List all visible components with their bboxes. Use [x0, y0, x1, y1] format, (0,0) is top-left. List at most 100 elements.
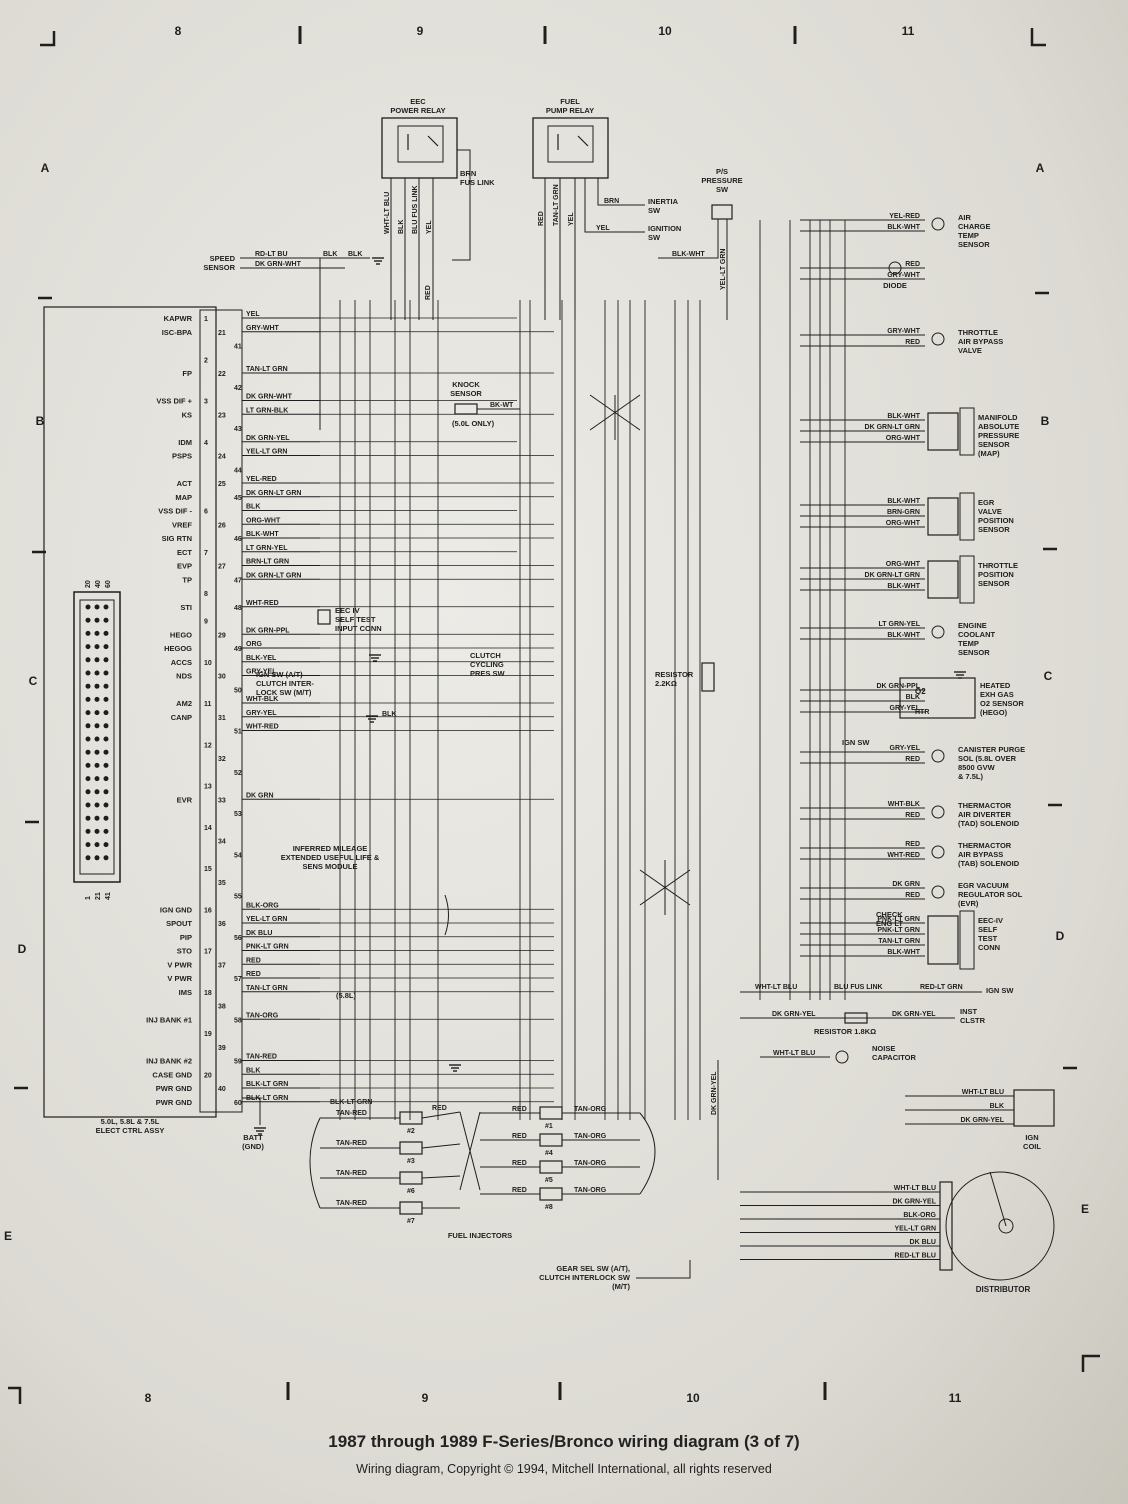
- am2-ground: [366, 715, 378, 723]
- egr-position-body: [959, 492, 975, 541]
- self-test-label-line-1: EEC-IV: [978, 916, 1003, 925]
- eca-connector-pin-5: [94, 617, 100, 623]
- eca-pin-label-10: ACCS: [171, 658, 192, 667]
- distributor-rotor-arm: [989, 1171, 1007, 1227]
- eca-pin-number-51: 51: [234, 729, 242, 736]
- eca-connector-pin-58: [85, 855, 91, 861]
- eca-pin-number-48: 48: [234, 605, 242, 612]
- eec-power-relay-coil-box: [397, 125, 444, 163]
- eca-pin-wire-label-60: BLK-LT GRN: [246, 1095, 288, 1102]
- injector-right-wire-label-1: TAN-ORG: [574, 1106, 607, 1113]
- injector-right-wire-label-3: TAN-ORG: [574, 1160, 607, 1167]
- inertia-switch-wire: [597, 178, 645, 206]
- eca-pin-wire-label-30: GRY-YEL: [246, 669, 277, 676]
- map-sensor-wire-label-3: ORG-WHT: [886, 435, 921, 442]
- eca-pin-wire-label-21: GRY-WHT: [246, 325, 280, 332]
- injector-body-n3: [399, 1141, 423, 1155]
- eca-pin-number-18: 18: [204, 990, 212, 997]
- injector-right-feed-label-3: RED: [512, 1160, 527, 1167]
- eca-pin-number-30: 30: [218, 674, 226, 681]
- eca-connector-pin-57: [103, 842, 109, 848]
- eca-pin-label-1: KAPWR: [164, 314, 193, 323]
- resistor-2k2-symbol: [701, 662, 715, 692]
- eca-pin-number-17: 17: [204, 949, 212, 956]
- eca-connector-pin-26: [94, 710, 100, 716]
- injector-number-n8: #8: [545, 1204, 553, 1211]
- injector-body-n1: [539, 1106, 563, 1120]
- eca-connector-top-number-20: 20: [85, 580, 92, 588]
- coolant-temp-label-line-2: COOLANT: [958, 630, 995, 639]
- battery-ground-label-line-1: BATT: [243, 1133, 263, 1142]
- eca-pin-label-22: FP: [182, 369, 192, 378]
- injector-left-wire-label-1: TAN-RED: [336, 1110, 367, 1117]
- eca-connector-pin-51: [103, 815, 109, 821]
- eca-pin-wire-label-58: TAN-ORG: [246, 1012, 279, 1019]
- ignition-switch-wire-label: YEL: [596, 225, 610, 232]
- eca-pin-number-26: 26: [218, 522, 226, 529]
- eca-connector-bottom-number-1: 1: [85, 896, 92, 900]
- eca-pin-wire-label-29: DK GRN-PPL: [246, 627, 290, 634]
- map-sensor-body: [959, 407, 975, 456]
- eec-relay-fuse-link-wire: [452, 149, 471, 261]
- eca-connector-pin-25: [85, 710, 91, 716]
- eca-pin-number-3: 3: [204, 399, 208, 406]
- eca-pin-number-19: 19: [204, 1031, 212, 1038]
- eca-pin-number-8: 8: [204, 591, 208, 598]
- eca-pin-number-53: 53: [234, 811, 242, 818]
- eca-connector-pin-37: [85, 762, 91, 768]
- eca-pin-label-4: IDM: [178, 438, 192, 447]
- eca-pin-number-32: 32: [218, 756, 226, 763]
- eca-pin-number-44: 44: [234, 467, 242, 474]
- throttle-air-bypass-label-line-1: THROTTLE: [958, 328, 998, 337]
- ps-switch-wire-label-1: BLK-WHT: [672, 251, 705, 258]
- map-sensor-label-line-3: PRESSURE: [978, 431, 1019, 440]
- ps-switch-wire-label-2: YEL-LT GRN: [720, 249, 727, 290]
- canister-purge-label-line-4: & 7.5L): [958, 772, 984, 781]
- canister-purge-solenoid: [931, 749, 945, 763]
- speed-sensor-label-line-1: SPEED: [210, 254, 236, 263]
- ignition-switch-label-line-2: SW: [648, 233, 661, 242]
- eca-connector-pin-45: [103, 789, 109, 795]
- self-test-input-label-line-1: EEC IV: [335, 606, 360, 615]
- corner-mark-top-right: [1030, 28, 1046, 47]
- egr-position-label-line-3: POSITION: [978, 516, 1014, 525]
- eca-pin-wire-label-46: BLK-WHT: [246, 531, 279, 538]
- eca-pin-label-17: STO: [177, 947, 192, 956]
- evr-wire-label-2: RED: [905, 892, 920, 899]
- eca-pin-number-39: 39: [218, 1045, 226, 1052]
- eec-relay-red-wire-label: RED: [425, 285, 432, 300]
- distributor-connector: [939, 1181, 953, 1271]
- noise-capacitor-symbol: [835, 1050, 849, 1064]
- eca-pin-label-6: VSS DIF -: [158, 507, 192, 516]
- self-test-wire-label-1: PNK-LT GRN: [877, 916, 920, 923]
- corner-mark-bottom-left: [8, 1386, 22, 1404]
- gear-select-switch-label-line-1: GEAR SEL SW (A/T),: [556, 1264, 630, 1273]
- harness-junction-lower: [639, 860, 691, 915]
- injector-number-n7: #7: [407, 1218, 415, 1225]
- hego-label-line-3: O2 SENSOR: [980, 699, 1024, 708]
- eca-pin-number-27: 27: [218, 564, 226, 571]
- eca-pin-wire-label-10: BLK-YEL: [246, 655, 277, 662]
- eca-pin-wire-label-51: WHT-RED: [246, 724, 279, 731]
- eca-pin-number-25: 25: [218, 481, 226, 488]
- eec-relay-fuse-link-label-line-2: FUS LINK: [460, 178, 495, 187]
- distributor-wire-label-5: DK BLU: [910, 1239, 936, 1246]
- evr-label-line-3: (EVR): [958, 899, 979, 908]
- hego-label-line-2: EXH GAS: [980, 690, 1014, 699]
- eca-pin-number-13: 13: [204, 784, 212, 791]
- fuel-pump-relay-label-line-1: FUEL: [560, 97, 580, 106]
- eca-connector-pin-19: [85, 683, 91, 689]
- hegog-ground: [369, 654, 381, 662]
- eca-pin-label-47: TP: [182, 575, 192, 584]
- eec-relay-wire-label-4: YEL: [426, 220, 433, 234]
- mileage-module-label-line-3: SENS MODULE: [302, 862, 357, 871]
- eca-pin-wire-label-24: YEL-LT GRN: [246, 449, 287, 456]
- injector-left-wire-label-3: TAN-RED: [336, 1170, 367, 1177]
- injector-number-n5: #5: [545, 1177, 553, 1184]
- eca-connector-pin-4: [85, 617, 91, 623]
- resistor-2k2-label-line-2: 2.2KΩ: [655, 679, 677, 688]
- eca-connector-pin-20: [94, 683, 100, 689]
- eca-connector-pin-44: [94, 789, 100, 795]
- throttle-position-label-line-2: POSITION: [978, 570, 1014, 579]
- map-sensor-wire-label-2: DK GRN-LT GRN: [865, 424, 920, 431]
